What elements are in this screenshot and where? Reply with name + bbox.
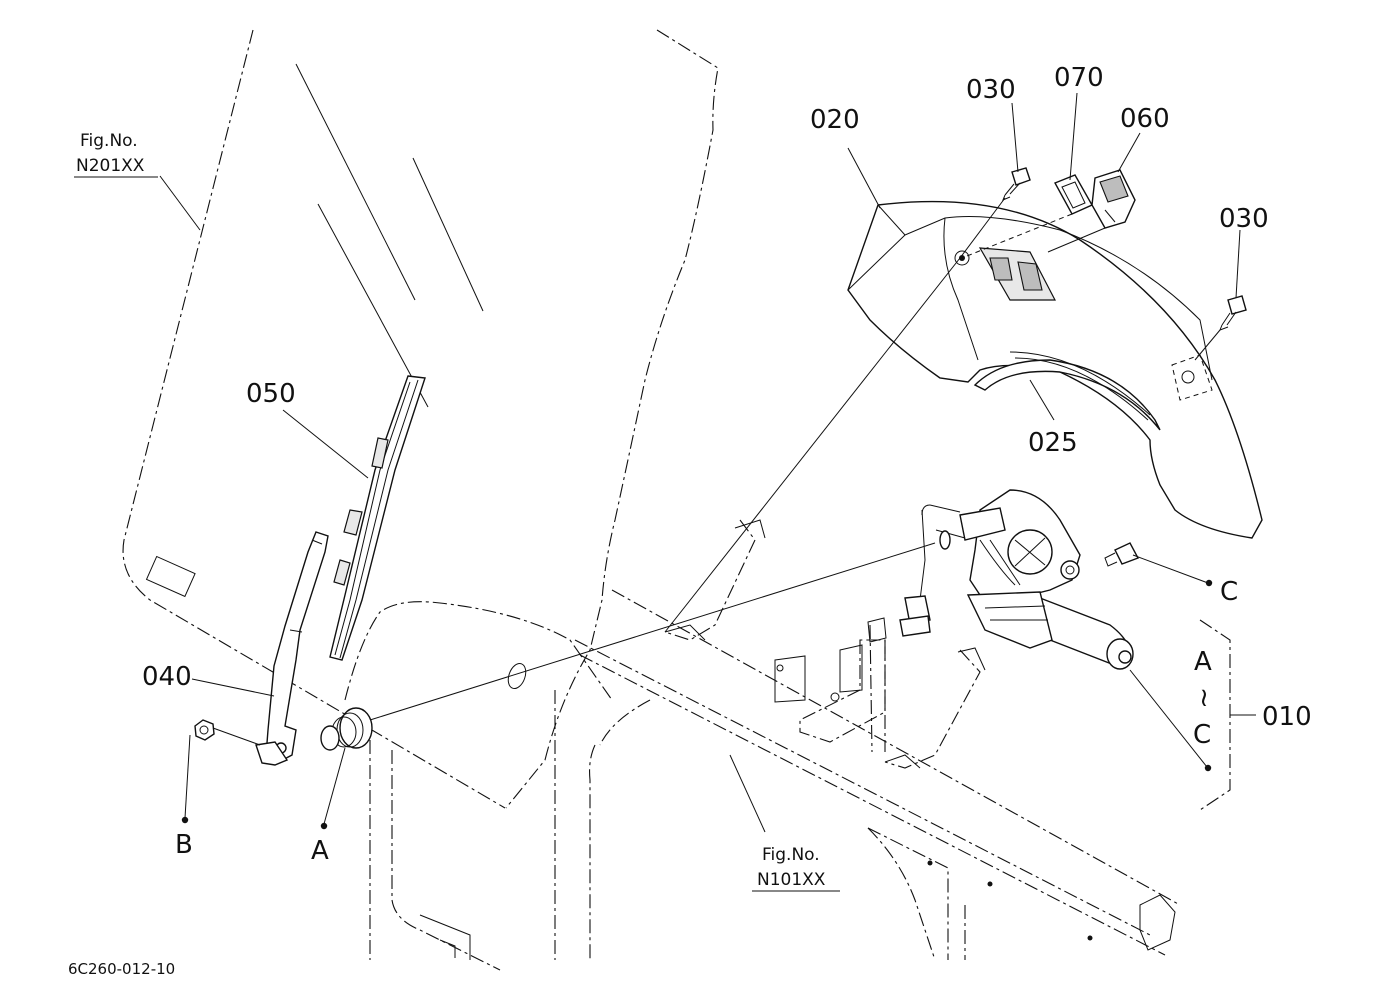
group-010-tilde: ~ — [1189, 687, 1219, 709]
group-010-bottom: C — [1193, 720, 1211, 750]
bolt-030-top — [1002, 167, 1031, 201]
drawing-number: 6C260-012-10 — [68, 960, 175, 978]
grommet-070 — [1054, 174, 1093, 215]
callout-010: 010 — [1262, 702, 1312, 732]
callout-020: 020 — [810, 105, 860, 135]
nut-b — [194, 719, 261, 746]
group-010-top: A — [1194, 647, 1212, 677]
labels: Fig.No. N201XX Fig.No. N101XX 050 040 02… — [68, 63, 1312, 978]
ref-bottom-line1: Fig.No. — [762, 845, 820, 865]
point-c-right: C — [1220, 577, 1238, 607]
reference-dots — [181, 579, 1213, 830]
callout-040: 040 — [142, 662, 192, 692]
callout-060: 060 — [1120, 104, 1170, 134]
panel-hole — [507, 662, 527, 690]
callout-050: 050 — [246, 379, 296, 409]
cab-frame — [369, 589, 1181, 971]
wiper-motor-010 — [899, 489, 1139, 670]
boot-a — [320, 707, 373, 751]
callout-025: 025 — [1028, 428, 1078, 458]
wiper-arm-040 — [255, 531, 329, 766]
wiper-blade-050 — [329, 375, 426, 661]
callout-030-right: 030 — [1219, 204, 1269, 234]
ref-left-line2: N201XX — [76, 156, 145, 176]
ref-left-line1: Fig.No. — [80, 131, 138, 151]
point-a: A — [311, 836, 329, 866]
point-b: B — [175, 830, 193, 860]
bolt-030-right — [1219, 295, 1247, 331]
ref-bottom-line2: N101XX — [757, 870, 826, 890]
callout-030-top: 030 — [966, 75, 1016, 105]
group-bracket-010 — [1199, 619, 1256, 811]
switch-060 — [1091, 169, 1136, 229]
callout-070: 070 — [1054, 63, 1104, 93]
leader-lines — [159, 92, 1241, 833]
trim-025 — [973, 351, 1161, 431]
brackets — [664, 519, 986, 769]
window-glass — [122, 29, 719, 809]
